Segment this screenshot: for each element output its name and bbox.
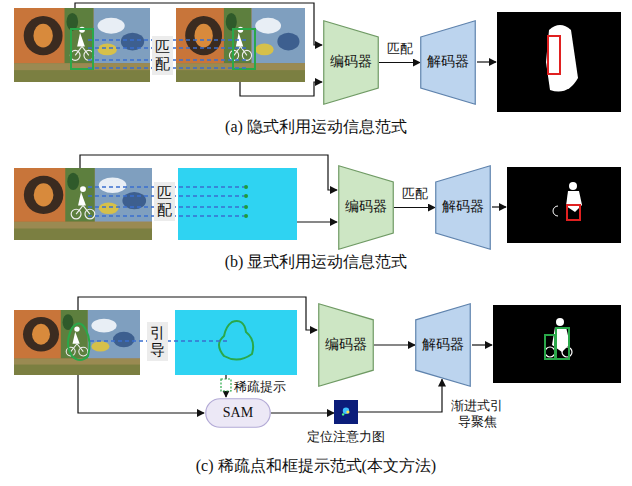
mask-fragment — [553, 206, 558, 216]
flow-points — [244, 185, 248, 218]
subfigure-caption: (b) 显式利用运动信息范式 — [0, 252, 632, 273]
target-outline — [219, 321, 253, 359]
sparse-prompt-box — [221, 379, 231, 391]
encoder-block: 编码器 — [338, 165, 394, 250]
input-wires — [78, 297, 492, 413]
connector — [379, 62, 420, 63]
mask-silhouette — [562, 347, 572, 357]
encoder-block: 编码器 — [318, 303, 374, 387]
mask-silhouette — [546, 25, 578, 92]
map-caption: 定位注意力图 — [307, 428, 385, 446]
block-label: 编码器 — [345, 199, 387, 216]
block-label: 编码器 — [330, 54, 372, 71]
decoder-trapezoid — [436, 166, 491, 250]
sam-module: SAM — [205, 398, 271, 428]
encoder-trapezoid — [324, 21, 379, 105]
decoder-block: 解码器 — [420, 20, 476, 105]
attention-spot — [342, 413, 344, 415]
attention-map: 定位注意力图 — [334, 400, 358, 424]
decoder-block: 解码器 — [435, 165, 491, 250]
mask-silhouette — [545, 347, 555, 357]
connector — [358, 379, 442, 412]
subfigure-caption: (a) 隐式利用运动信息范式 — [0, 117, 632, 138]
prompt-note: 稀疏提示 — [233, 378, 287, 396]
vertical-note: 匹配 — [154, 182, 175, 221]
connector — [271, 412, 334, 413]
video-frame — [14, 310, 140, 375]
block-label: 解码器 — [442, 199, 484, 216]
attention-spot — [343, 408, 349, 414]
video-frame — [14, 168, 152, 240]
prediction-box — [567, 205, 580, 220]
block-outline — [334, 400, 358, 424]
mask-silhouette — [556, 318, 564, 326]
decoder-trapezoid — [421, 21, 476, 105]
output-mask — [497, 12, 621, 112]
optical-flow — [178, 168, 297, 240]
sam-pill — [206, 399, 271, 428]
block-label: SAM — [223, 405, 253, 422]
prediction-box — [548, 36, 560, 74]
block-label: 解码器 — [427, 54, 469, 71]
encoder-trapezoid — [339, 166, 394, 250]
attention-ground — [334, 400, 358, 424]
prompt-map — [175, 310, 297, 375]
decoder-block: 解码器 — [415, 303, 471, 387]
block-label: 解码器 — [422, 337, 464, 354]
output-mask — [507, 167, 621, 243]
video-frame — [14, 8, 150, 82]
vertical-note: 引导 — [147, 322, 168, 361]
edge-label: 匹配 — [400, 186, 430, 202]
prediction-box — [556, 328, 569, 359]
vertical-note: 匹配 — [152, 36, 173, 75]
connector — [394, 207, 435, 208]
attention-spot — [346, 410, 349, 413]
block-label: 编码器 — [325, 337, 367, 354]
target-box — [71, 29, 93, 69]
prediction-box — [545, 335, 555, 359]
mask-silhouette — [569, 182, 577, 190]
connector — [374, 344, 415, 345]
output-mask — [493, 305, 621, 383]
edge-label: 匹配 — [385, 41, 415, 57]
target-outline — [68, 323, 90, 360]
encoder-trapezoid — [319, 304, 374, 387]
subfigure-caption: (c) 稀疏点和框提示范式(本文方法) — [0, 456, 632, 477]
encoder-block: 编码器 — [323, 20, 379, 105]
target-box — [233, 29, 255, 69]
edge-label: 渐进式引导聚焦 — [446, 398, 508, 431]
video-frame — [176, 8, 305, 82]
decoder-trapezoid — [416, 304, 471, 387]
